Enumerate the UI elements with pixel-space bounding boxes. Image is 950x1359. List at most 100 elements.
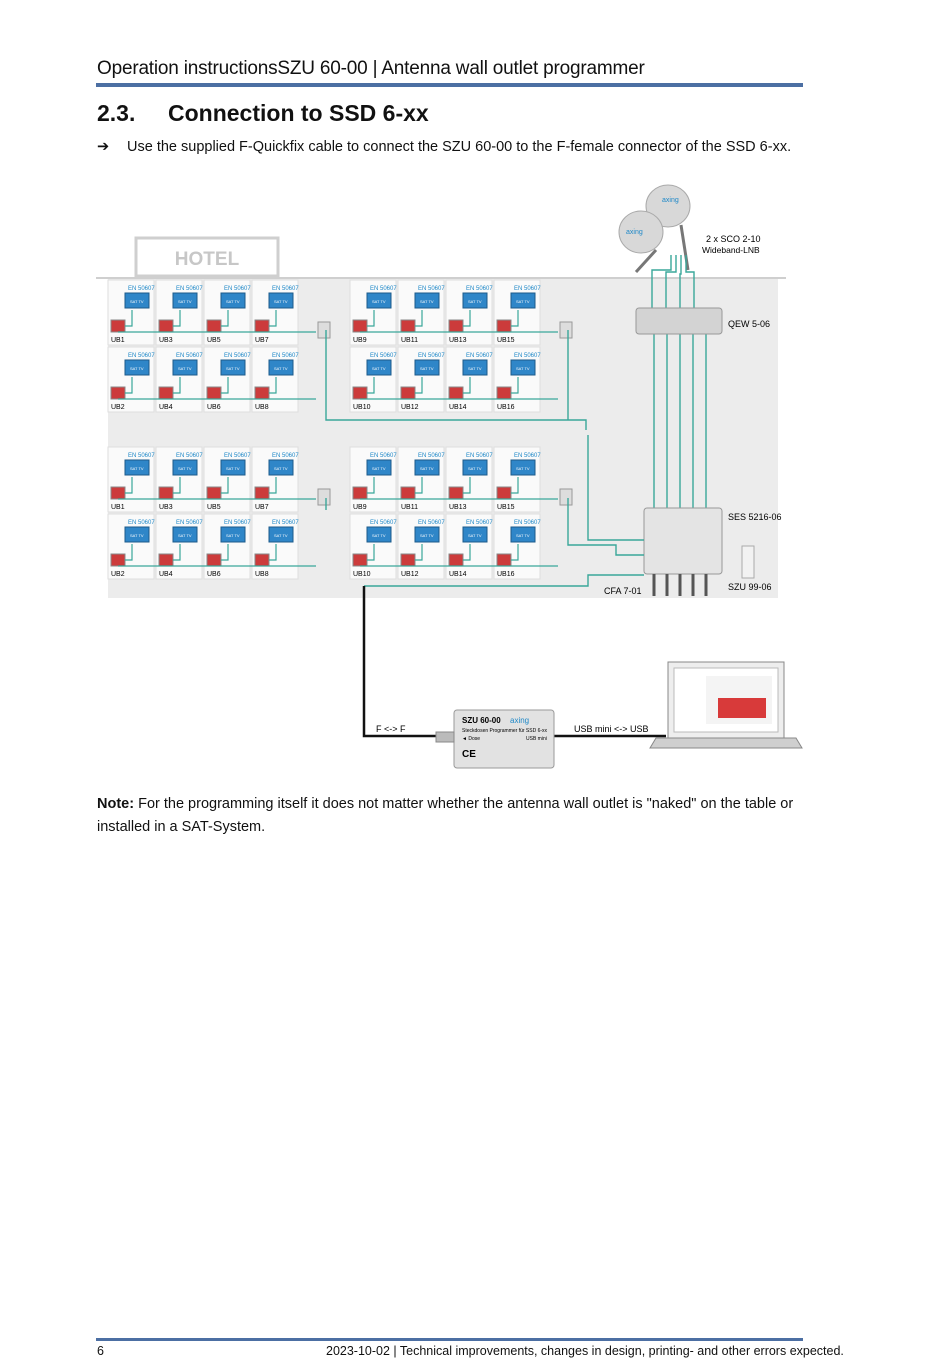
en-50607-label: EN 50607: [272, 453, 299, 459]
f-connector-label: F <-> F: [376, 724, 406, 734]
outlet-label: UB6: [207, 404, 221, 411]
sat-tv-label: SAT TV: [516, 533, 530, 538]
tv-icon: [268, 292, 294, 309]
note-text: For the programming itself it does not m…: [97, 796, 794, 835]
sat-tv-label: SAT TV: [178, 366, 192, 371]
lnb-label-1: 2 x SCO 2-10: [706, 234, 761, 244]
footer-rule: [96, 1338, 803, 1341]
en-50607-label: EN 50607: [128, 286, 155, 292]
sat-tv-label: SAT TV: [274, 466, 288, 471]
note-paragraph: Note: For the programming itself it does…: [97, 793, 807, 839]
tv-icon: [172, 459, 198, 476]
wall-outlet-icon: [158, 553, 174, 567]
wall-outlet-icon: [448, 319, 464, 333]
outlet-label: UB16: [497, 571, 515, 578]
f-cable: [362, 586, 446, 738]
sat-tv-label: SAT TV: [130, 366, 144, 371]
outlet-label: UB5: [207, 504, 221, 511]
sat-tv-label: SAT TV: [372, 466, 386, 471]
tv-icon: [462, 359, 488, 376]
programmer-port-right: USB mini: [526, 736, 547, 742]
outlet-label: UB1: [111, 337, 125, 344]
wall-outlet-icon: [110, 486, 126, 500]
roof-line: [96, 277, 786, 279]
wall-outlet-icon: [400, 319, 416, 333]
outlet-label: UB2: [111, 571, 125, 578]
tv-icon: [124, 526, 150, 543]
outlet-label: UB4: [159, 571, 173, 578]
szu-99-06-device: [741, 545, 755, 579]
sat-tv-label: SAT TV: [420, 466, 434, 471]
en-50607-label: EN 50607: [370, 453, 397, 459]
outlet-label: UB10: [353, 404, 371, 411]
en-50607-label: EN 50607: [128, 520, 155, 526]
tv-icon: [268, 526, 294, 543]
splitter-icon: [559, 321, 573, 339]
sat-tv-label: SAT TV: [468, 533, 482, 538]
instruction-text: Use the supplied F-Quickfix cable to con…: [127, 139, 792, 155]
outlet-label: UB9: [353, 337, 367, 344]
en-50607-label: EN 50607: [514, 453, 541, 459]
wall-outlet-icon: [158, 386, 174, 400]
outlet-label: UB13: [449, 337, 467, 344]
section-title-text: Connection to SSD 6-xx: [168, 100, 429, 126]
tv-icon: [172, 526, 198, 543]
sat-tv-label: SAT TV: [130, 533, 144, 538]
tv-icon: [462, 459, 488, 476]
tv-icon: [366, 526, 392, 543]
wall-outlet-icon: [496, 319, 512, 333]
section-heading: 2.3. Connection to SSD 6-xx: [97, 100, 429, 127]
tv-icon: [510, 459, 536, 476]
wall-outlet-icon: [158, 486, 174, 500]
sat-tv-label: SAT TV: [178, 299, 192, 304]
en-50607-label: EN 50607: [176, 286, 203, 292]
wall-outlet-icon: [496, 486, 512, 500]
sat-tv-label: SAT TV: [372, 533, 386, 538]
en-50607-label: EN 50607: [370, 353, 397, 359]
usb-label: USB mini <-> USB: [574, 724, 649, 734]
en-50607-label: EN 50607: [128, 453, 155, 459]
qew-label: QEW 5-06: [728, 319, 770, 329]
section-number: 2.3.: [97, 100, 136, 126]
tv-icon: [124, 292, 150, 309]
outlet-label: UB14: [449, 404, 467, 411]
tv-icon: [366, 359, 392, 376]
wall-outlet-icon: [352, 553, 368, 567]
en-50607-label: EN 50607: [514, 286, 541, 292]
outlet-label: UB11: [401, 504, 418, 511]
sat-tv-label: SAT TV: [274, 299, 288, 304]
ses-label: SES 5216-06: [728, 512, 782, 522]
tv-icon: [172, 292, 198, 309]
wall-outlet-icon: [400, 486, 416, 500]
outlet-label: UB13: [449, 504, 467, 511]
wall-outlet-icon: [110, 553, 126, 567]
en-50607-label: EN 50607: [466, 353, 493, 359]
wall-outlet-icon: [496, 386, 512, 400]
tv-icon: [366, 459, 392, 476]
sat-tv-label: SAT TV: [516, 366, 530, 371]
en-50607-label: EN 50607: [224, 286, 251, 292]
outlet-label: UB11: [401, 337, 418, 344]
wall-outlet-icon: [206, 553, 222, 567]
en-50607-label: EN 50607: [514, 353, 541, 359]
sat-tv-label: SAT TV: [178, 466, 192, 471]
wall-outlet-icon: [448, 553, 464, 567]
en-50607-label: EN 50607: [466, 453, 493, 459]
